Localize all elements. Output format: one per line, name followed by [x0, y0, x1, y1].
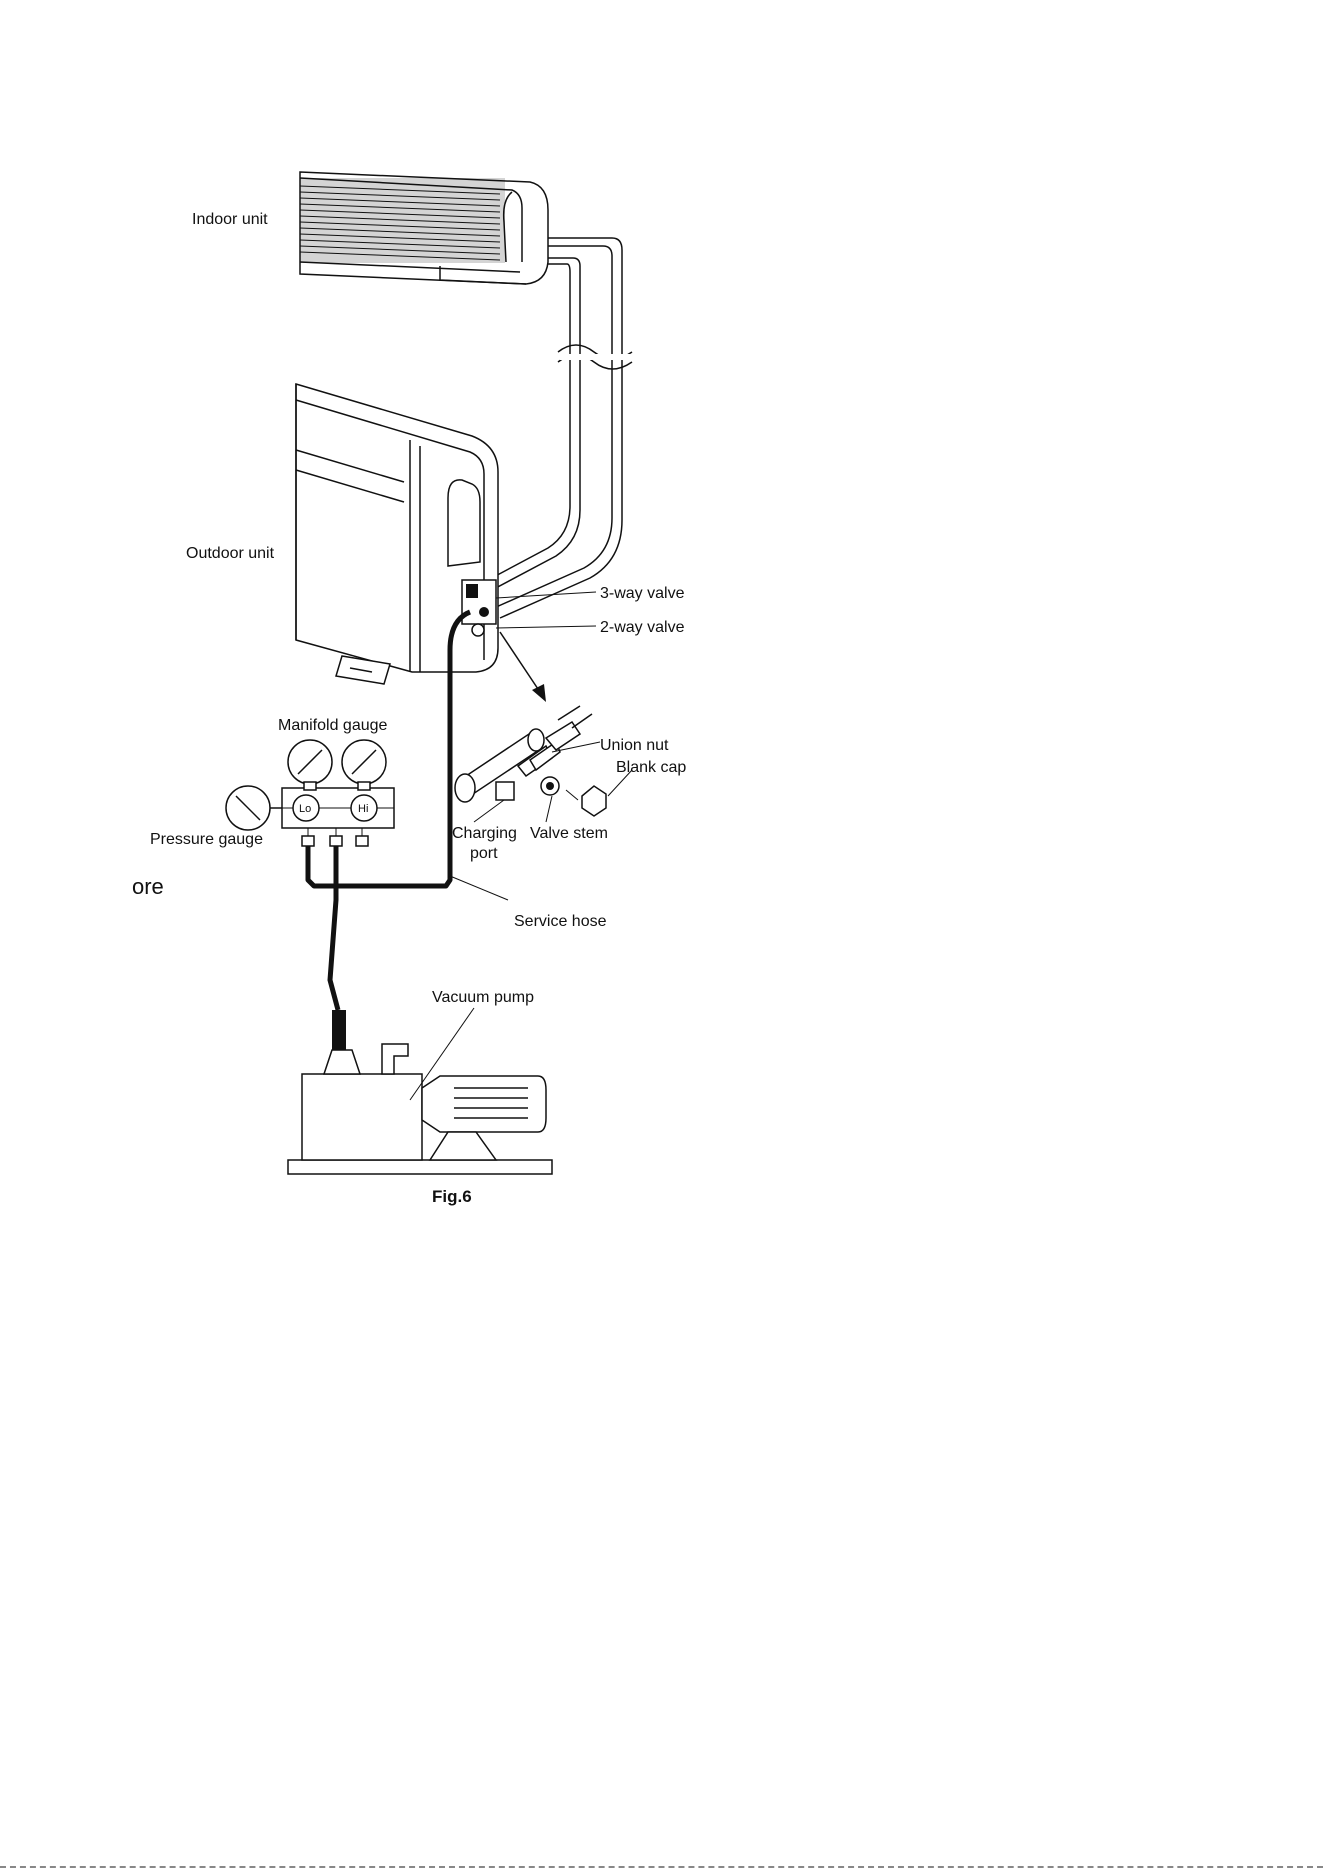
label-2-way-valve: 2-way valve	[600, 619, 685, 636]
vacuum-pump-drawing	[288, 1008, 552, 1174]
label-vacuum-pump: Vacuum pump	[432, 989, 534, 1006]
figure-caption: Fig.6	[432, 1187, 472, 1206]
label-indoor-unit: Indoor unit	[192, 211, 268, 228]
label-union-nut: Union nut	[600, 737, 669, 754]
detail-arrow	[500, 632, 546, 702]
label-blank-cap: Blank cap	[616, 759, 686, 776]
label-service-hose: Service hose	[514, 913, 607, 930]
label-3-way-valve: 3-way valve	[600, 585, 685, 602]
label-hi: Hi	[358, 803, 368, 815]
label-charging-port-line2: port	[470, 845, 498, 862]
partial-text-ore: ore	[132, 874, 164, 899]
label-manifold-gauge: Manifold gauge	[278, 717, 388, 734]
label-charging-port-line1: Charging	[452, 825, 517, 842]
indoor-unit-drawing	[300, 172, 548, 284]
label-outdoor-unit: Outdoor unit	[186, 545, 275, 562]
valve-detail	[455, 706, 632, 822]
refrigerant-piping	[488, 238, 632, 618]
outdoor-unit-drawing	[296, 384, 498, 684]
page-footer-rule	[0, 1866, 1323, 1868]
label-valve-stem: Valve stem	[530, 825, 608, 842]
label-pressure-gauge: Pressure gauge	[150, 831, 263, 848]
label-lo: Lo	[299, 803, 311, 815]
